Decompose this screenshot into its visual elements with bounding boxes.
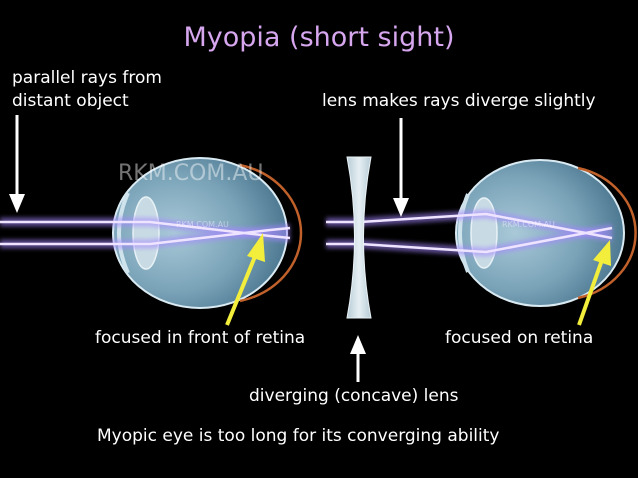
label-focused-on-retina: focused on retina bbox=[445, 328, 594, 348]
concave-lens bbox=[346, 156, 372, 319]
watermark-small-left: RKM.COM.AU bbox=[176, 220, 229, 229]
left-crystalline-lens bbox=[132, 196, 160, 270]
label-parallel-rays-line2: distant object bbox=[12, 91, 129, 111]
watermark-small-right: RKM.COM.AU bbox=[502, 220, 555, 229]
down-arrow-icon bbox=[393, 118, 409, 217]
right-cornea bbox=[458, 193, 470, 273]
caption: Myopic eye is too long for its convergin… bbox=[97, 426, 500, 446]
label-focused-front-of-retina: focused in front of retina bbox=[95, 328, 306, 348]
label-parallel-rays-line1: parallel rays from bbox=[12, 68, 162, 88]
yellow-pointer-arrow-icon bbox=[225, 233, 265, 326]
label-diverging-lens: diverging (concave) lens bbox=[249, 386, 459, 406]
left-ray-top-core bbox=[0, 220, 291, 240]
watermark-large: RKM.COM.AU bbox=[118, 161, 264, 186]
down-arrow-icon bbox=[9, 115, 25, 213]
left-ray-bottom-core bbox=[0, 226, 291, 246]
left-retina bbox=[239, 163, 303, 303]
right-ray-top-core bbox=[326, 212, 613, 240]
label-lens-diverge: lens makes rays diverge slightly bbox=[322, 91, 596, 111]
left-eye bbox=[112, 157, 303, 309]
yellow-pointer-arrow-icon bbox=[577, 240, 611, 326]
left-cornea bbox=[117, 192, 130, 274]
right-crystalline-lens bbox=[470, 197, 498, 269]
up-arrow-icon bbox=[350, 335, 366, 382]
left-rays bbox=[0, 217, 291, 249]
left-eyeball bbox=[112, 157, 288, 309]
right-rays bbox=[326, 209, 638, 257]
page-title: Myopia (short sight) bbox=[183, 22, 455, 53]
right-ray-bottom-core bbox=[326, 226, 613, 254]
